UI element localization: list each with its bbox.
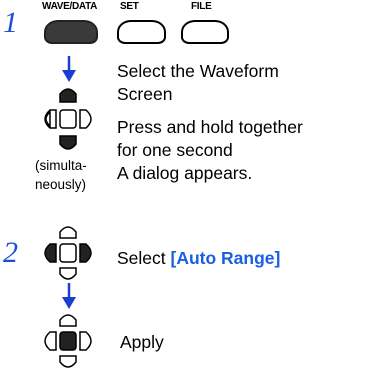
- auto-range-target: [Auto Range]: [170, 248, 281, 268]
- dpad-down-key[interactable]: [59, 267, 77, 280]
- dpad-left-key[interactable]: [44, 109, 57, 129]
- dpad-left-key[interactable]: [44, 331, 57, 351]
- dpad-center-pressed-icon[interactable]: [38, 306, 98, 376]
- step-1-line-3: Press and hold together: [117, 117, 303, 137]
- dpad-right-key[interactable]: [79, 109, 92, 129]
- dpad-down-key[interactable]: [59, 135, 77, 150]
- simultaneously-note-line-1: (simulta-: [35, 158, 87, 173]
- dpad-right-key[interactable]: [79, 331, 92, 351]
- dpad-down-key[interactable]: [59, 355, 77, 368]
- file-key[interactable]: [181, 20, 229, 44]
- dpad-up-key[interactable]: [59, 88, 77, 103]
- dpad-left-key[interactable]: [44, 243, 57, 263]
- wave-data-key[interactable]: [44, 20, 98, 44]
- dpad-center-key[interactable]: [59, 331, 77, 351]
- step-1-number: 1: [3, 6, 18, 39]
- simultaneously-note-line-2: neously): [35, 177, 87, 192]
- step-1-line-1: Select the Waveform: [117, 61, 279, 81]
- dpad-left-right-pressed-icon[interactable]: [38, 218, 98, 288]
- file-key-label: FILE: [191, 1, 212, 12]
- select-prefix: Select: [117, 248, 171, 268]
- dpad-up-key[interactable]: [59, 226, 77, 239]
- wave-data-key-label: WAVE/DATA: [42, 1, 98, 12]
- dpad-center-key[interactable]: [59, 109, 77, 129]
- step-2-number: 2: [3, 236, 18, 269]
- step-2-select-text: Select [Auto Range]: [117, 248, 280, 269]
- set-key-label: SET: [120, 1, 139, 12]
- dpad-center-key[interactable]: [59, 243, 77, 263]
- set-key[interactable]: [117, 20, 166, 44]
- step-1-line-2: Screen: [117, 84, 173, 104]
- step-1-line-4: for one second: [117, 140, 233, 160]
- down-arrow-icon: [62, 283, 76, 309]
- dpad-up-key[interactable]: [59, 314, 77, 327]
- dpad-up-down-pressed-icon[interactable]: [38, 82, 98, 160]
- dpad-right-key[interactable]: [79, 243, 92, 263]
- step-1-line-5: A dialog appears.: [117, 163, 253, 183]
- down-arrow-icon: [62, 56, 76, 82]
- apply-text: Apply: [120, 332, 164, 352]
